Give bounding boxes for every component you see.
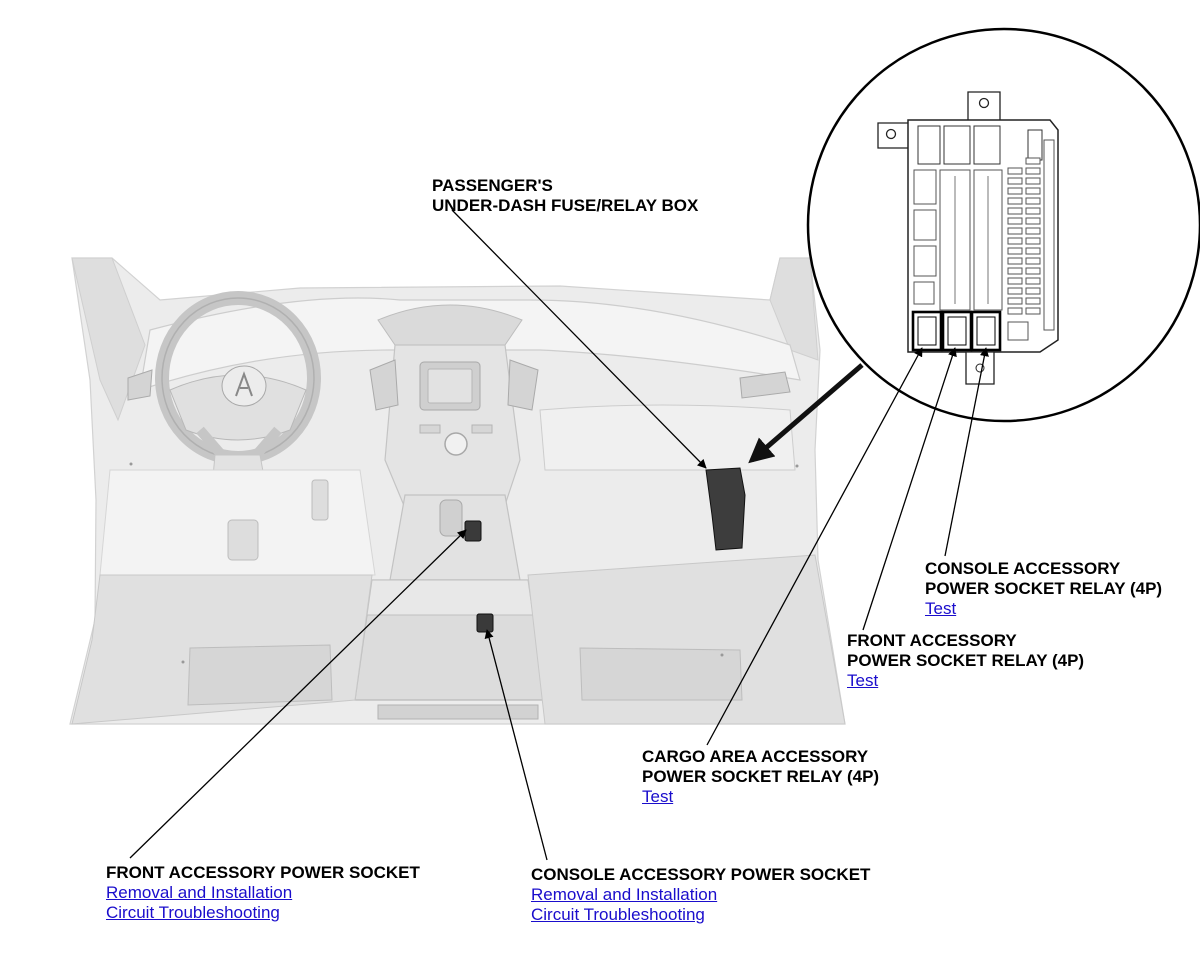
console-socket-removal-link[interactable]: Removal and Installation [531, 885, 718, 904]
front-relay-line2: POWER SOCKET RELAY (4P) [847, 651, 1085, 670]
leader-console-relay [944, 347, 989, 557]
front-relay-test-link[interactable]: Test [847, 671, 879, 690]
leader-cargo-relay [706, 347, 923, 746]
callout-front-socket: FRONT ACCESSORY POWER SOCKET Removal and… [106, 863, 420, 923]
leader-front-socket [129, 529, 467, 859]
console-socket-title: CONSOLE ACCESSORY POWER SOCKET [531, 865, 871, 884]
vehicle-interior [69, 257, 846, 725]
console-relay-test-link[interactable]: Test [925, 599, 957, 618]
acura-logo-icon [235, 371, 253, 397]
leader-lines [129, 209, 989, 861]
front-relay-slot [941, 310, 973, 352]
console-power-socket-marker [476, 613, 494, 633]
callout-front-relay: FRONT ACCESSORY POWER SOCKET RELAY (4P) … [847, 631, 1084, 691]
cargo-relay-line2: POWER SOCKET RELAY (4P) [642, 767, 880, 786]
underdash-fuse-box-marker [705, 467, 746, 551]
callout-console-relay: CONSOLE ACCESSORY POWER SOCKET RELAY (4P… [925, 559, 1162, 619]
leader-console-socket [484, 629, 548, 861]
console-socket-circuit-link[interactable]: Circuit Troubleshooting [531, 905, 705, 924]
callout-console-socket: CONSOLE ACCESSORY POWER SOCKET Removal a… [531, 865, 870, 925]
front-socket-circuit-link[interactable]: Circuit Troubleshooting [106, 903, 280, 922]
front-power-socket-marker [464, 520, 482, 542]
cargo-relay-test-link[interactable]: Test [642, 787, 674, 806]
underdash-box-line2: UNDER-DASH FUSE/RELAY BOX [432, 196, 699, 215]
console-relay-slot [970, 310, 1002, 352]
leader-front-relay [862, 347, 957, 631]
cargo-relay-line1: CARGO AREA ACCESSORY [642, 747, 869, 766]
leader-underdash-box [451, 209, 707, 469]
front-relay-line1: FRONT ACCESSORY [847, 631, 1017, 650]
front-socket-title: FRONT ACCESSORY POWER SOCKET [106, 863, 420, 882]
callout-underdash-fuse-box: PASSENGER'S UNDER-DASH FUSE/RELAY BOX [432, 176, 698, 216]
underdash-box-line1: PASSENGER'S [432, 176, 553, 195]
console-relay-line2: POWER SOCKET RELAY (4P) [925, 579, 1163, 598]
fuse-box-detail-inset [806, 27, 1200, 423]
cargo-relay-slot [911, 310, 943, 352]
callout-cargo-relay: CARGO AREA ACCESSORY POWER SOCKET RELAY … [642, 747, 879, 807]
console-relay-line1: CONSOLE ACCESSORY [925, 559, 1121, 578]
front-socket-removal-link[interactable]: Removal and Installation [106, 883, 293, 902]
magnify-pointer-arrow [748, 363, 864, 464]
